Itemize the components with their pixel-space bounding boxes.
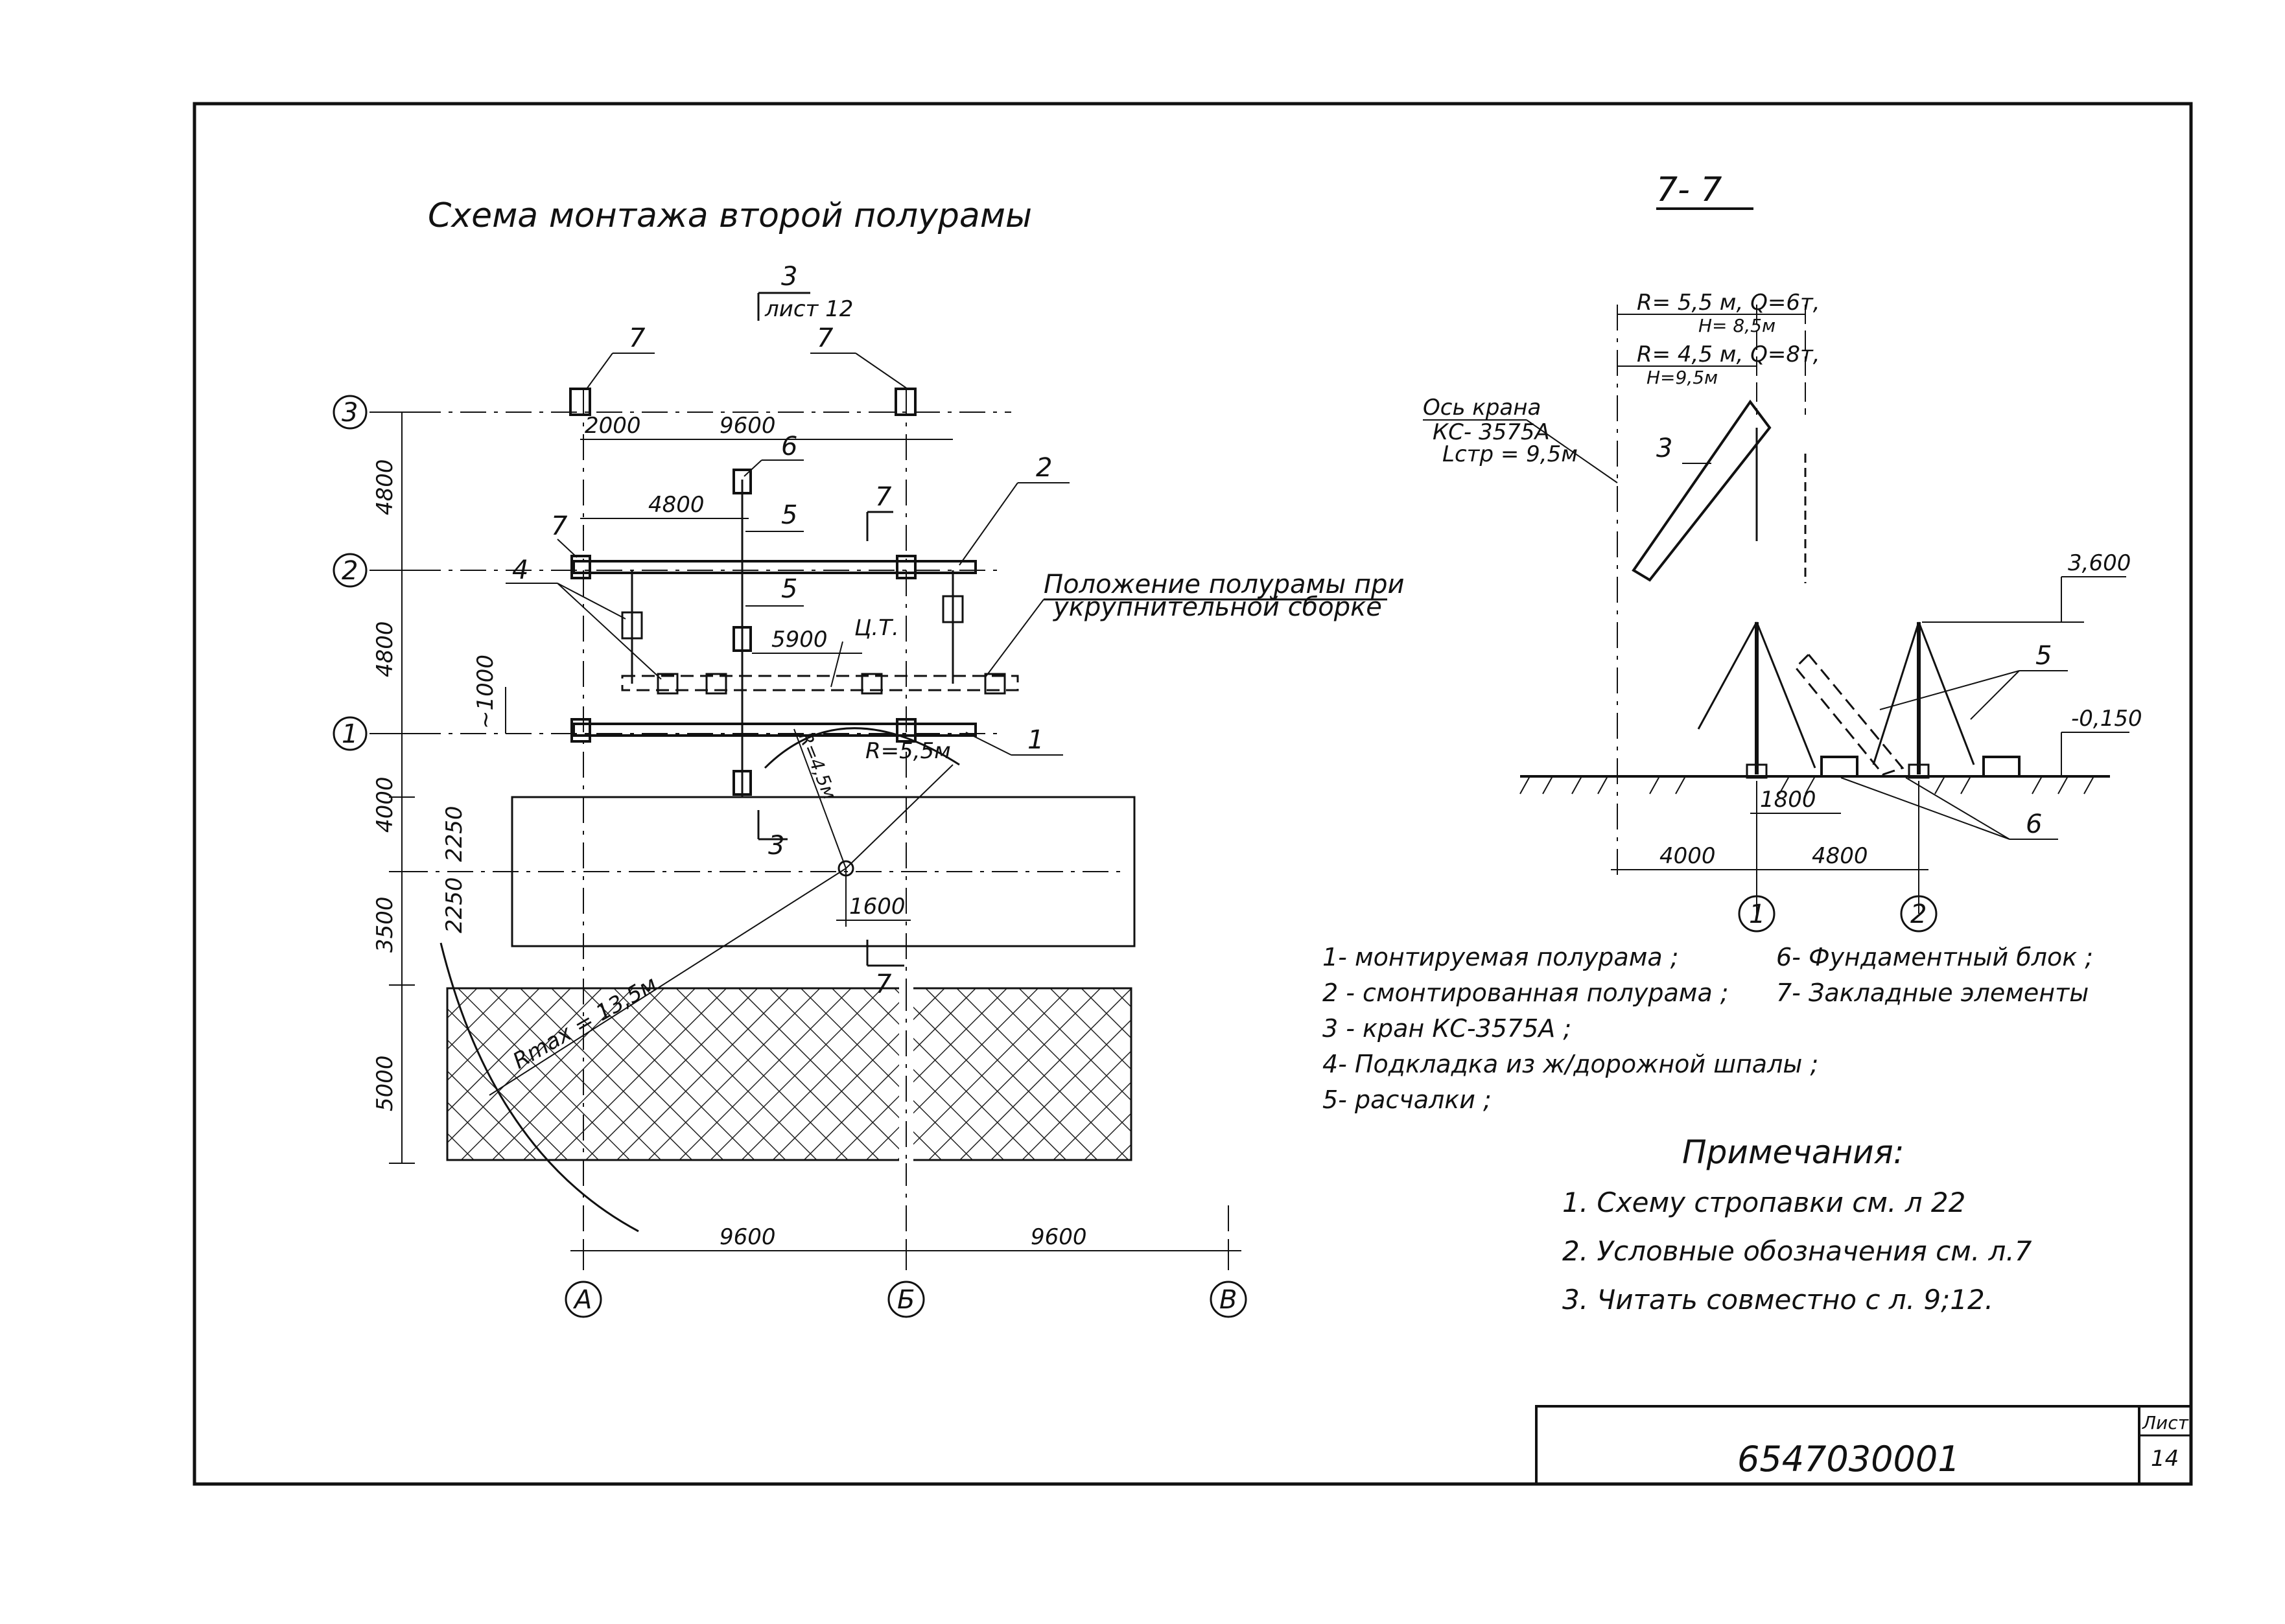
crane-axis-label: Ось крана (1423, 395, 1541, 421)
section-axis-1 (1738, 895, 1775, 933)
legend-item: 7- Закладные элементы (1776, 979, 2089, 1007)
notes-heading: Примечания: (1682, 1133, 1904, 1171)
svg-text:3: 3 (768, 831, 784, 861)
svg-text:4000: 4000 (1659, 843, 1716, 869)
svg-text:4000: 4000 (372, 776, 398, 833)
svg-text:2250: 2250 (441, 877, 467, 933)
svg-text:2000: 2000 (585, 413, 641, 439)
svg-text:В: В (1219, 1285, 1237, 1315)
svg-text:1: 1 (1749, 899, 1765, 929)
svg-text:7: 7 (817, 323, 834, 353)
svg-text:R= 5,5 м, Q=6т,: R= 5,5 м, Q=6т, (1637, 290, 1820, 316)
svg-text:R= 4,5 м, Q=8т,: R= 4,5 м, Q=8т, (1637, 342, 1820, 367)
svg-text:5: 5 (2035, 641, 2052, 671)
axis-bubble-row-1 (333, 716, 368, 751)
svg-text:Б: Б (897, 1285, 915, 1315)
svg-text:R=4,5м: R=4,5м (795, 729, 841, 802)
svg-text:7: 7 (875, 482, 892, 512)
svg-text:9600: 9600 (720, 1224, 776, 1250)
axis-bubble-col-b (887, 1281, 925, 1318)
axis-bubble-row-3 (333, 395, 368, 430)
legend-item: 5- расчалки ; (1322, 1085, 1492, 1114)
legend-item: 6- Фундаментный блок ; (1776, 943, 2093, 971)
svg-text:укрупнительной сборке: укрупнительной сборке (1053, 592, 1382, 622)
svg-text:КС- 3575А: КС- 3575А (1433, 419, 1550, 445)
svg-text:R=5,5м: R=5,5м (865, 738, 951, 764)
legend-item: 2 - смонтированная полурама ; (1322, 979, 1729, 1007)
legend-item: 4- Подкладка из ж/дорожной шпалы ; (1322, 1050, 1818, 1078)
note-item: 1. Схему стропавки см. л 22 (1562, 1187, 1965, 1218)
svg-text:H=9,5м: H=9,5м (1646, 367, 1718, 388)
svg-text:Ц.Т.: Ц.Т. (854, 615, 899, 641)
axis-bubble-row-2 (333, 553, 368, 588)
svg-text:А: А (572, 1285, 592, 1315)
svg-text:4800: 4800 (648, 492, 705, 518)
svg-text:лист 12: лист 12 (764, 296, 853, 322)
svg-text:1600: 1600 (849, 894, 906, 920)
svg-text:9600: 9600 (720, 413, 776, 439)
assembly-position-note: Положение полурамы при (1044, 570, 1404, 599)
notes: Примечания: 1. Схему стропавки см. л 22 … (1562, 1133, 2032, 1316)
svg-text:6: 6 (2026, 809, 2042, 839)
section-view: R= 5,5 м, Q=6т, H= 8,5м R= 4,5 м, Q=8т, … (1423, 290, 2142, 933)
legend: 1- монтируемая полурама ; 2 - смонтирова… (1322, 943, 2093, 1114)
svg-text:3: 3 (781, 262, 797, 292)
sheet-frame (193, 102, 2193, 1486)
svg-text:3: 3 (342, 398, 358, 428)
note-item: 2. Условные обозначения см. л.7 (1562, 1235, 2032, 1267)
svg-text:5: 5 (781, 574, 797, 604)
svg-text:2: 2 (342, 556, 358, 586)
mounting-half-frame (572, 723, 977, 737)
svg-text:4800: 4800 (1812, 843, 1868, 869)
section-axis-2 (1900, 895, 1938, 933)
title-block: 6547030001 Лист 14 (1535, 1405, 2192, 1485)
svg-text:H= 8,5м: H= 8,5м (1698, 315, 1775, 336)
svg-text:1: 1 (1027, 725, 1044, 755)
svg-text:1: 1 (342, 719, 358, 749)
svg-text:5: 5 (781, 500, 797, 530)
section-title: 7- 7 (1656, 170, 1722, 209)
note-item: 3. Читать совместно с л. 9;12. (1562, 1284, 1993, 1316)
svg-text:7: 7 (629, 323, 646, 353)
svg-text:3500: 3500 (372, 896, 398, 953)
svg-text:9600: 9600 (1031, 1224, 1087, 1250)
svg-text:4800: 4800 (372, 621, 398, 677)
svg-text:2: 2 (1036, 453, 1052, 483)
svg-text:Lстр = 9,5м: Lстр = 9,5м (1442, 441, 1578, 467)
plan-view: 3 2 1 А Б В 4800 4800 ~1000 4000 3500 50… (333, 323, 1404, 1318)
crane-boom (1632, 399, 1772, 582)
svg-text:3,600: 3,600 (2068, 550, 2131, 576)
drawing-title: Схема монтажа второй полурамы (428, 196, 1032, 235)
svg-text:2250: 2250 (441, 806, 467, 862)
svg-text:~1000: ~1000 (473, 655, 498, 729)
svg-text:4800: 4800 (372, 459, 398, 515)
hatched-zone (446, 987, 1132, 1161)
svg-text:3: 3 (1656, 434, 1672, 463)
sheet-number: 14 (2151, 1446, 2179, 1472)
svg-text:2: 2 (1910, 899, 1927, 929)
svg-text:1800: 1800 (1760, 787, 1816, 813)
svg-text:5900: 5900 (771, 627, 828, 653)
svg-text:4: 4 (512, 555, 528, 585)
mounted-half-frame (572, 560, 977, 574)
svg-text:6: 6 (781, 432, 797, 461)
axis-bubble-col-a (565, 1281, 602, 1318)
svg-text:5000: 5000 (372, 1055, 398, 1111)
axis-bubble-col-v (1210, 1281, 1247, 1318)
section-reference: 3 лист 12 (757, 262, 853, 322)
legend-item: 3 - кран КС-3575А ; (1322, 1014, 1571, 1043)
svg-text:7: 7 (551, 511, 568, 541)
legend-item: 1- монтируемая полурама ; (1322, 943, 1679, 971)
svg-text:-0,150: -0,150 (2071, 706, 2142, 732)
document-code: 6547030001 (1737, 1439, 1960, 1479)
sheet-label: Лист (2142, 1412, 2189, 1433)
